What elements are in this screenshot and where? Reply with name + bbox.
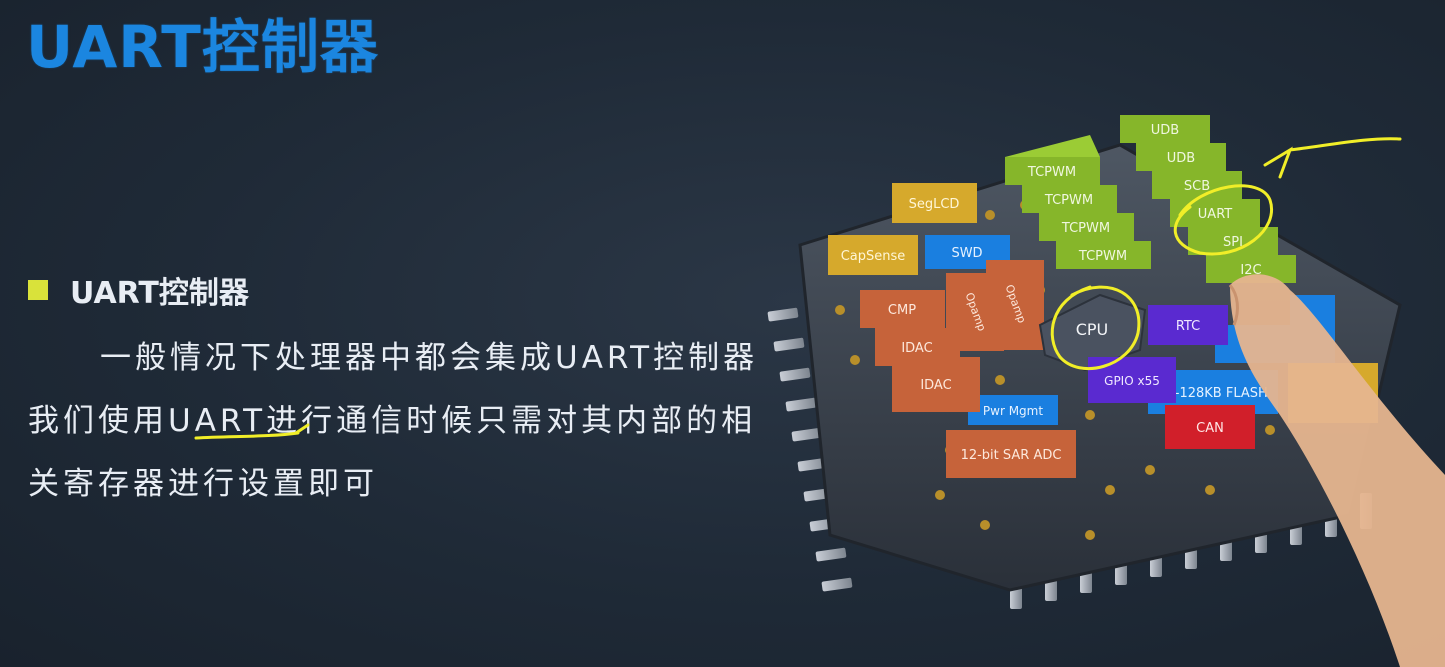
- seglcd-block: SegLCD: [909, 197, 960, 212]
- i2c-block: I2C: [1240, 263, 1261, 278]
- can-block: CAN: [1165, 405, 1255, 449]
- scb-block: SCB: [1184, 179, 1210, 194]
- bullet-heading: UART控制器: [70, 276, 249, 311]
- idac-2-block: IDAC: [920, 378, 951, 393]
- can-label: CAN: [1196, 421, 1224, 436]
- tcpwm-3: TCPWM: [1061, 221, 1110, 236]
- tcpwm-stack: TCPWM TCPWM TCPWM TCPWM: [1005, 135, 1151, 269]
- paragraph-line-1: 一般情况下处理器中都会集成UART控制器: [100, 340, 759, 376]
- cpu-block: CPU: [1038, 293, 1147, 372]
- paragraph-line-3: 关寄存器进行设置即可: [28, 466, 378, 502]
- udb-2: UDB: [1167, 151, 1195, 166]
- tcpwm-2: TCPWM: [1044, 193, 1093, 208]
- idac-1-block: IDAC: [901, 341, 932, 356]
- capsense-block: CapSense: [841, 249, 906, 264]
- handwritten-circles: [1050, 137, 1402, 371]
- rtc-block: RTC: [1176, 319, 1200, 334]
- cmp-block: CMP: [888, 303, 916, 318]
- udb-1: UDB: [1151, 123, 1179, 138]
- paragraph-line-2: 我们使用UART进行通信时候只需对其内部的相: [28, 403, 757, 439]
- flash-block: 32-128KB FLASH: [1158, 386, 1268, 401]
- uart-block: UART: [1198, 207, 1232, 222]
- presenter-hand: [1228, 274, 1445, 667]
- bullet-square-icon: [28, 280, 48, 300]
- cpu-label: CPU: [1076, 320, 1109, 339]
- bullet-row: UART控制器: [28, 268, 249, 312]
- orange-blocks: CMP IDAC IDAC Opamp Opamp 12-bit SAR ADC: [860, 260, 1076, 478]
- spi-block: SPI: [1223, 235, 1243, 250]
- sar-adc-block: 12-bit SAR ADC: [961, 448, 1062, 463]
- mcu-chip-diagram: TCPWM TCPWM TCPWM TCPWM UDB UDB SCB UART…: [767, 115, 1445, 667]
- tcpwm-4: TCPWM: [1078, 249, 1127, 264]
- pwr-mgmt-block: Pwr Mgmt: [983, 404, 1043, 418]
- slide-title: UART控制器: [26, 13, 379, 81]
- swd-block: SWD: [951, 246, 982, 261]
- gpio-block: GPIO x55: [1104, 374, 1160, 388]
- tcpwm-1: TCPWM: [1027, 165, 1076, 180]
- purple-blocks: RTC GPIO x55: [1088, 305, 1228, 403]
- udb-scb-stack: UDB UDB SCB UART SPI I2C: [1120, 115, 1296, 283]
